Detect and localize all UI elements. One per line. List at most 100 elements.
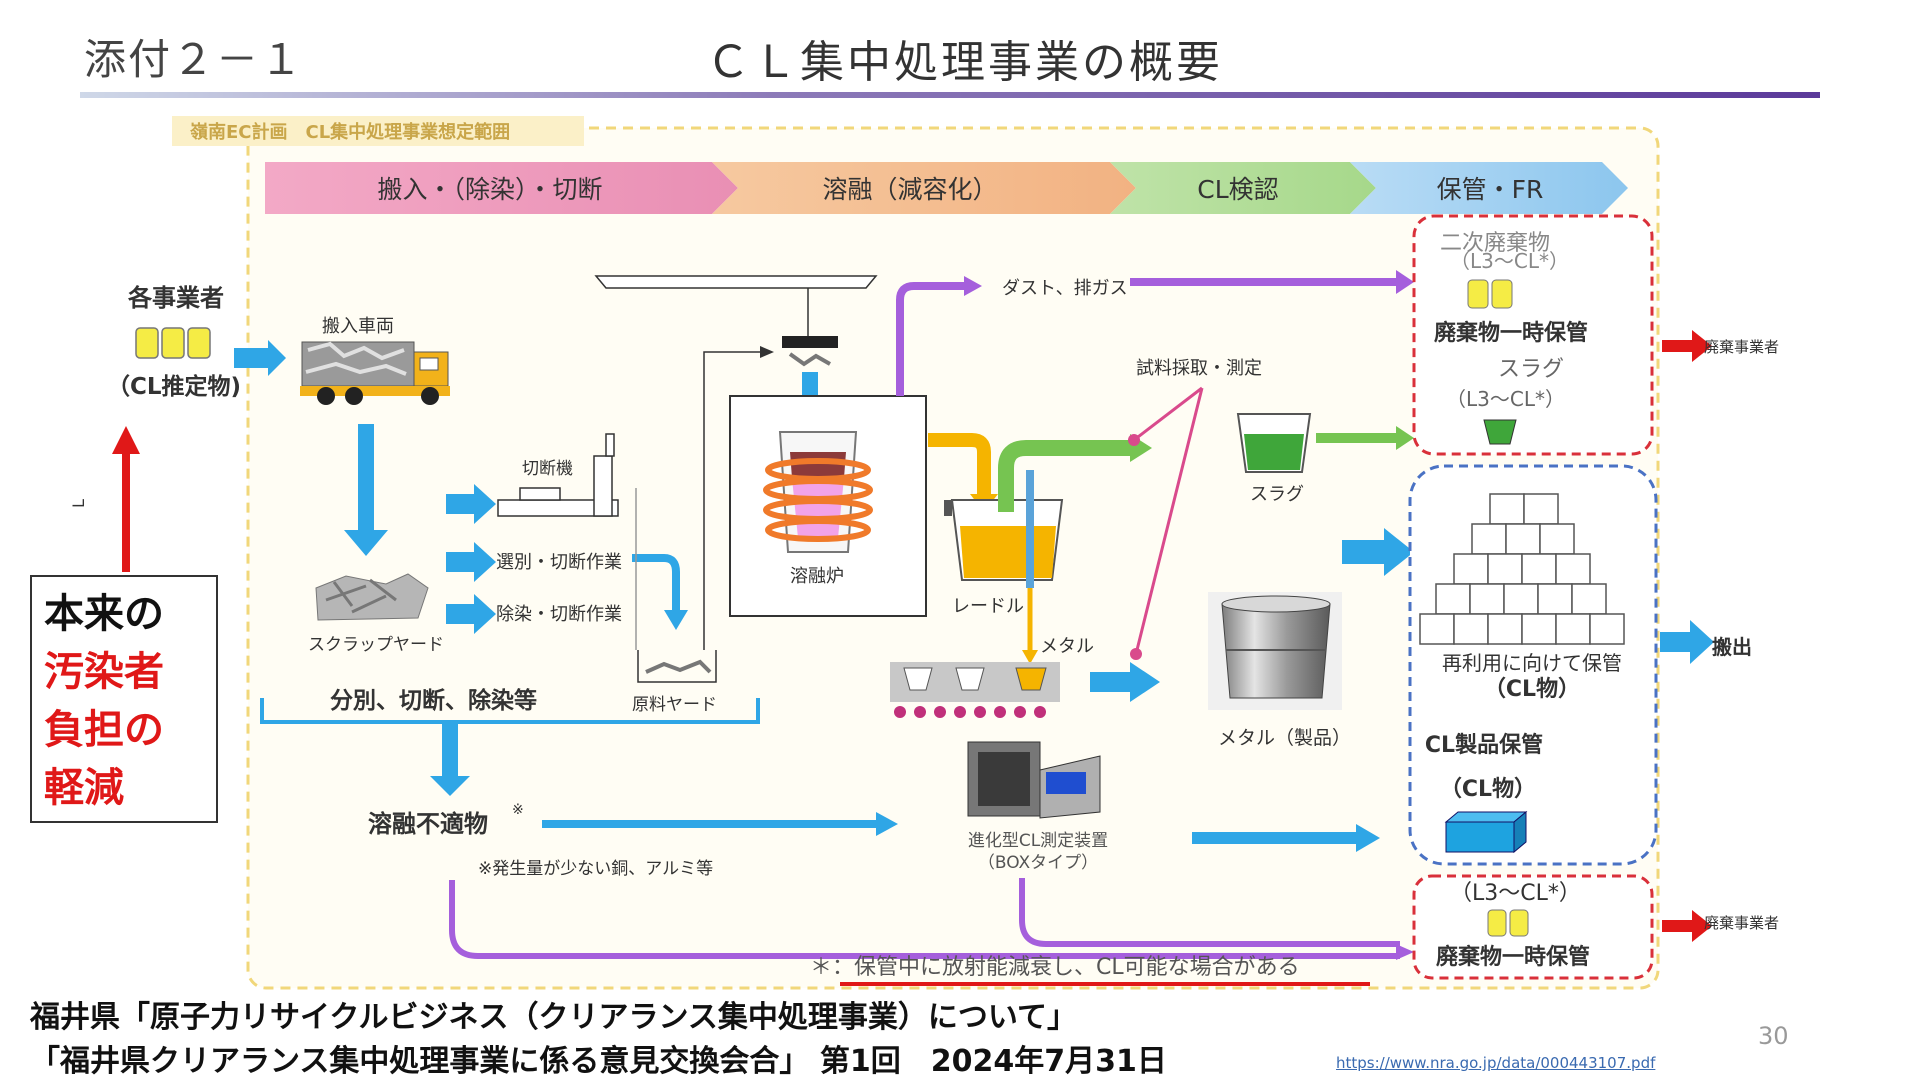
arrow-to-decon — [446, 594, 496, 634]
slag-storage-label: スラグ — [1498, 357, 1564, 382]
slag-flow — [998, 440, 1134, 512]
cutter-icon — [497, 433, 619, 517]
drum-icons-top — [1467, 279, 1513, 309]
unsuitable-label: 溶融不適物 — [368, 810, 488, 838]
molten-flow — [928, 433, 991, 496]
arrow-to-waste-operator — [1662, 330, 1712, 362]
bottom-temp-storage-box — [1412, 874, 1654, 980]
arrow-to-waste-operator-2 — [1662, 910, 1712, 942]
scrap-yard-icon — [315, 573, 429, 621]
stage1-bracket — [260, 698, 760, 724]
dust-to-storage-head — [1396, 270, 1414, 294]
page-number: 30 — [1758, 1022, 1789, 1050]
mold-line-icon — [890, 662, 1060, 718]
raw-yard-icon — [637, 650, 717, 683]
stage-chevron-3 — [1110, 162, 1376, 214]
stage-label-2: 溶融（減容化） — [822, 175, 997, 204]
note-box: 本来の 汚染者 負担の 軽減 — [30, 575, 218, 823]
slag-bucket-icon — [1236, 413, 1312, 473]
arrow-path-to-raw-yard — [632, 554, 680, 612]
decon-label: 除染・切断作業 — [496, 604, 622, 625]
drum-icons-yellow — [135, 327, 211, 359]
slag-to-storage-head — [1396, 426, 1414, 450]
source-url-link[interactable]: https://www.nra.go.jp/data/000443107.pdf — [1336, 1054, 1656, 1072]
ladle-icon — [944, 470, 1064, 588]
secondary-range-label: （L3～CL*） — [1450, 249, 1569, 273]
temp-storage-label: 廃棄物一時保管 — [1434, 320, 1588, 346]
arrow-to-scrap-yard — [344, 424, 388, 556]
metal-product-icon — [1208, 592, 1342, 710]
arrow-to-truck — [234, 340, 286, 376]
cl-block-icon — [1444, 810, 1528, 854]
sampling-point-metal — [1130, 648, 1142, 660]
metal-product-label: メタル（製品） — [1218, 727, 1351, 749]
dust-route — [896, 282, 966, 396]
device-label-line2: （BOXタイプ） — [978, 853, 1098, 873]
outer-scope-frame — [246, 126, 1660, 990]
truck-icon — [300, 341, 450, 405]
unsuitable-to-temp-storage — [449, 880, 1400, 959]
cl-estimated-label: （CL推定物) — [107, 373, 241, 400]
crane-icon — [594, 275, 878, 367]
drum-icons-bottom — [1487, 909, 1529, 937]
note-line-1: 本来の — [44, 591, 164, 637]
feed-line — [703, 351, 762, 650]
cutter-label: 切断機 — [522, 459, 573, 479]
stage-chevron-1 — [265, 162, 738, 214]
stage-label-4: 保管・FR — [1437, 175, 1544, 204]
reuse-storage-label: 再利用に向けて保管 — [1442, 651, 1622, 675]
arrow-to-cl-storage — [1342, 528, 1414, 576]
arrow-ship-out — [1660, 620, 1714, 664]
slag-label: スラグ — [1250, 484, 1304, 505]
raw-yard-label: 原料ヤード — [632, 695, 717, 715]
arrow-to-cutter — [446, 484, 496, 524]
cl-product-storage-label: CL製品保管 — [1425, 732, 1543, 758]
waste-operator-label: 廃棄事業者 — [1704, 338, 1779, 356]
arrow-to-sorting — [446, 542, 496, 582]
bottom-route-head — [1396, 944, 1414, 960]
device-label-line1: 進化型CL測定装置 — [968, 831, 1108, 851]
device-to-temp-storage — [1019, 878, 1400, 947]
footnote-underline — [840, 982, 1370, 986]
figure-caption: 嶺南EC計画 CL集中処理事業想定範囲 — [190, 121, 510, 143]
truck-label: 搬入車両 — [322, 316, 394, 337]
note-line-2: 汚染者 — [44, 649, 164, 695]
arrow-head-to-raw-yard — [664, 610, 688, 630]
caption-bg — [172, 116, 584, 146]
sampling-point-slag — [1128, 434, 1140, 446]
dust-label: ダスト、排ガス — [1002, 278, 1128, 299]
note-line-3: 負担の — [44, 707, 164, 753]
sorting-label: 選別・切断作業 — [496, 552, 622, 573]
sort-cut-decon-label: 分別、切断、除染等 — [330, 687, 537, 714]
arrow-to-unsuitable — [430, 722, 470, 796]
stage-label-3: CL検認 — [1197, 175, 1278, 204]
arrow-to-metal-product — [1090, 662, 1160, 702]
sampling-label: 試料採取・測定 — [1136, 358, 1262, 379]
source-line-1: 福井県「原子力リサイクルビジネス（クリアランス集中処理事業）について」 — [30, 1000, 1077, 1035]
unsuitable-mark: ※ — [512, 802, 524, 818]
unsuitable-route-head — [876, 812, 898, 836]
slag-cup-icon — [1483, 419, 1517, 445]
source-line-2: 「福井県クリアランス集中処理事業に係る意見交換会合」 第1回 2024年7月31… — [30, 1044, 1167, 1079]
container-stack-icon — [1419, 493, 1625, 645]
ladle-label: レードル — [952, 596, 1024, 617]
secondary-waste-label: 二次廃棄物 — [1440, 231, 1550, 256]
secondary-waste-box — [1412, 214, 1654, 456]
margin-mark: L — [69, 499, 88, 508]
dust-route-head — [964, 276, 982, 296]
feed-line-arrowhead — [760, 346, 774, 358]
sampling-lines — [1133, 386, 1204, 655]
furnace-icon — [763, 431, 873, 553]
cl-item-label: （CL物） — [1484, 676, 1580, 702]
metal-label: メタル — [1040, 636, 1094, 657]
ship-out-label: 搬出 — [1712, 635, 1752, 659]
title-divider — [80, 92, 1820, 98]
operators-label: 各事業者 — [127, 284, 224, 312]
footnote: ＊：保管中に放射能減衰し、CL可能な場合がある — [810, 955, 1300, 980]
scrap-yard-label: スクラップヤード — [308, 635, 444, 655]
unsuitable-note: ※発生量が少ない銅、アルミ等 — [478, 859, 713, 879]
furnace-label: 溶融炉 — [790, 566, 844, 587]
device-to-storage-head — [1356, 824, 1380, 852]
